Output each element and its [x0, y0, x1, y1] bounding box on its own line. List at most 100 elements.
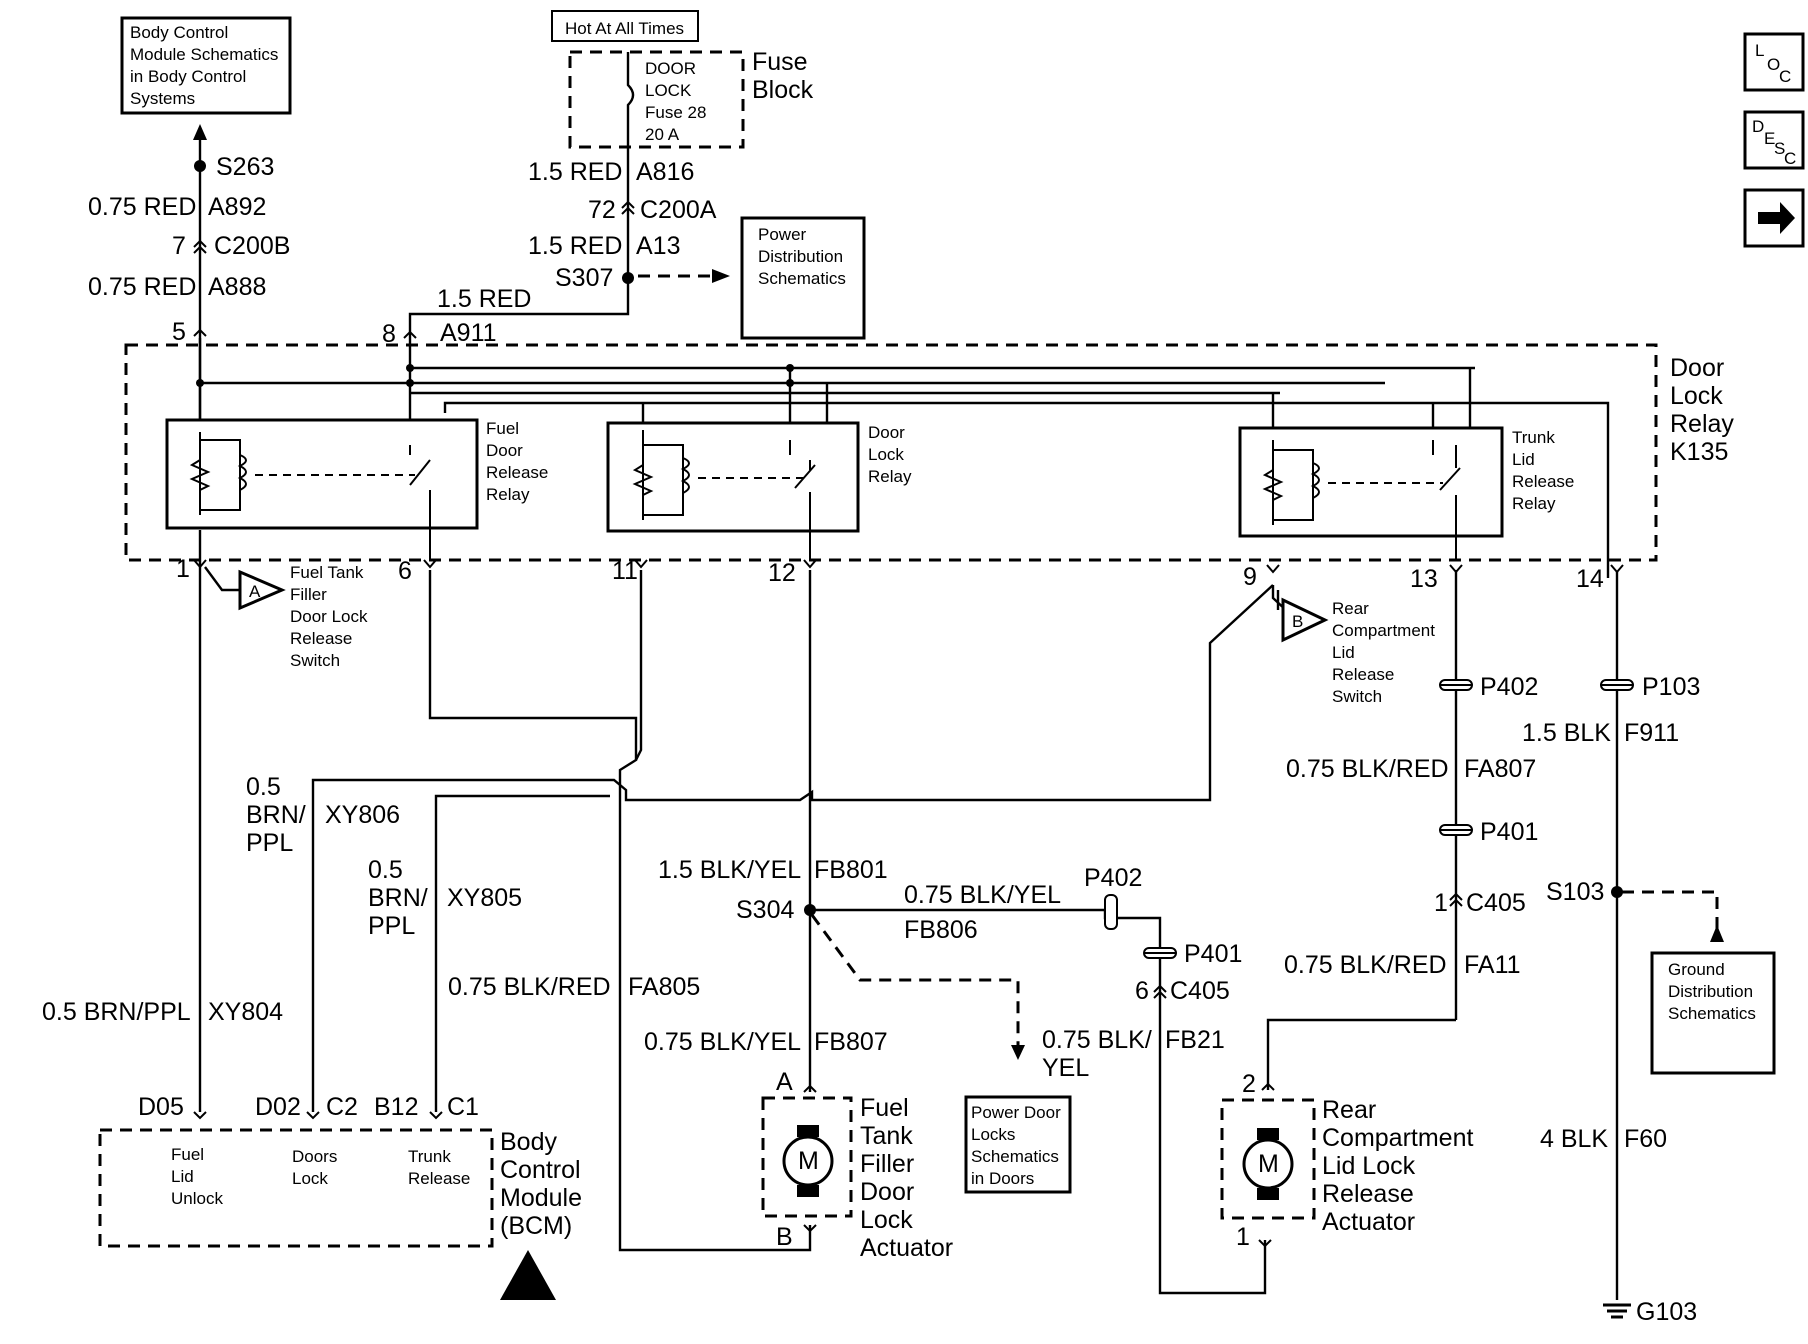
wire-a911-color: 1.5 RED [437, 285, 531, 313]
xy806-brn: BRN/ [246, 801, 306, 829]
desc-button[interactable]: D E S C [1743, 110, 1805, 170]
wire-a888-color: 0.75 RED [88, 273, 196, 301]
rear-actuator-3: Lid Lock [1322, 1152, 1416, 1180]
s103-label: S103 [1546, 878, 1604, 906]
bcm-fuel-2: Lid [171, 1167, 194, 1186]
switch-b-text-2: Compartment [1332, 621, 1435, 640]
fuel-actuator-5: Lock [860, 1206, 913, 1234]
fa805-id: FA805 [628, 973, 700, 1001]
relay-module-outline [124, 343, 1658, 562]
f60-color: 4 BLK [1540, 1125, 1608, 1153]
rear-actuator-2: Compartment [1322, 1124, 1473, 1152]
p103-label: P103 [1642, 673, 1700, 701]
ground-symbol [1603, 1303, 1631, 1319]
next-button[interactable] [1743, 188, 1805, 248]
pin-13: 13 [1410, 565, 1438, 593]
switch-b-letter: B [1292, 612, 1303, 631]
f911-id: F911 [1624, 719, 1679, 747]
xy805-ppl: PPL [368, 912, 415, 940]
trunk-relay-label-2: Lid [1512, 450, 1535, 469]
c200b-label: C200B [214, 232, 290, 260]
symbols [193, 160, 1634, 1319]
pd-ref-3: Schematics [758, 269, 846, 288]
desc-d: D [1752, 117, 1764, 136]
p401-upper-label: P401 [1480, 818, 1538, 846]
connector-p402-upper [1439, 679, 1473, 691]
fb801-color: 1.5 BLK/YEL [658, 856, 801, 884]
pdl-ref-2: Locks [971, 1125, 1015, 1144]
fb807-id: FB807 [814, 1028, 888, 1056]
desc-c: C [1784, 149, 1796, 168]
bcm-title-3: Module [500, 1184, 582, 1212]
switch-b-triangle [1281, 597, 1329, 643]
connector-p103 [1600, 679, 1634, 691]
esd-icon [500, 1250, 556, 1300]
connector-p402-horiz [1104, 894, 1118, 930]
g103-label: G103 [1636, 1298, 1697, 1326]
trunk-relay-coil [1262, 440, 1461, 560]
c405-label: C405 [1170, 977, 1230, 1005]
bcm-schematics-ref [120, 16, 292, 115]
bcm-title-4: (BCM) [500, 1212, 572, 1240]
wire-a13-color: 1.5 RED [528, 232, 622, 260]
bcm-ref-line3: in Body Control [130, 67, 246, 86]
hot-label: Hot At All Times [565, 19, 684, 38]
door-relay-label-1: Door [868, 423, 905, 442]
fuel-actuator-1: Fuel [860, 1094, 909, 1122]
bcm-title-1: Body [500, 1128, 557, 1156]
connector-p401-upper [1439, 824, 1473, 836]
fuel-pin-a: A [776, 1068, 793, 1096]
bcm-pin-d05: D05 [138, 1093, 184, 1121]
bcm-pin-d02: D02 [255, 1093, 301, 1121]
c200a-label: C200A [640, 196, 717, 224]
fuel-relay-label-3: Release [486, 463, 548, 482]
splice-s263 [194, 160, 206, 172]
splice-s304 [804, 904, 816, 916]
rear-pin-2: 2 [1242, 1070, 1256, 1098]
pin-5: 5 [172, 318, 186, 346]
bcm-trunk-1: Trunk [408, 1147, 451, 1166]
relay-module-title-4: K135 [1670, 438, 1728, 466]
fb21-color: 0.75 BLK/ [1042, 1026, 1152, 1054]
s263-label: S263 [216, 153, 274, 181]
p402-lower-label: P402 [1084, 864, 1142, 892]
fuel-actuator-outline [761, 1096, 853, 1218]
switch-b-text-4: Release [1332, 665, 1394, 684]
fb806-id: FB806 [904, 916, 978, 944]
bcm-fuel-3: Unlock [171, 1189, 223, 1208]
fuel-relay-label-1: Fuel [486, 419, 519, 438]
bcm-pin-b12: B12 [374, 1093, 418, 1121]
fa11-id: FA11 [1464, 951, 1521, 979]
fuse-name-3: Fuse 28 [645, 103, 706, 122]
fb801-id: FB801 [814, 856, 888, 884]
relay-module-title-1: Door [1670, 354, 1724, 382]
bcm-title-2: Control [500, 1156, 581, 1184]
power-door-locks-ref [964, 1095, 1072, 1194]
fuse-name-1: DOOR [645, 59, 696, 78]
splice-s103 [1611, 886, 1623, 898]
c405b-label: C405 [1466, 889, 1526, 917]
fa807-id: FA807 [1464, 755, 1536, 783]
fb807-color: 0.75 BLK/YEL [644, 1028, 801, 1056]
pd-ref-2: Distribution [758, 247, 843, 266]
c200b-pin: 7 [172, 232, 186, 260]
loc-button[interactable]: L O C [1743, 32, 1805, 92]
fuel-actuator-6: Actuator [860, 1234, 953, 1262]
motor-fuel-label: M [798, 1147, 819, 1175]
switch-a-text-1: Fuel Tank [290, 563, 364, 582]
trunk-relay-label-3: Release [1512, 472, 1574, 491]
f60-id: F60 [1624, 1125, 1667, 1153]
bcm-ref-line1: Body Control [130, 23, 228, 42]
wire-a892-color: 0.75 RED [88, 193, 196, 221]
desc-e: E [1764, 129, 1775, 148]
switch-a-text-5: Switch [290, 651, 340, 670]
xy804-color: 0.5 BRN/PPL [42, 998, 191, 1026]
fuse-name-2: LOCK [645, 81, 692, 100]
door-relay-coil [632, 430, 816, 560]
trunk-relay-label-4: Relay [1512, 494, 1556, 513]
pin-6: 6 [398, 557, 412, 585]
fb21-id: FB21 [1165, 1026, 1225, 1054]
switch-a-text-3: Door Lock [290, 607, 368, 626]
switch-a-text-2: Filler [290, 585, 327, 604]
